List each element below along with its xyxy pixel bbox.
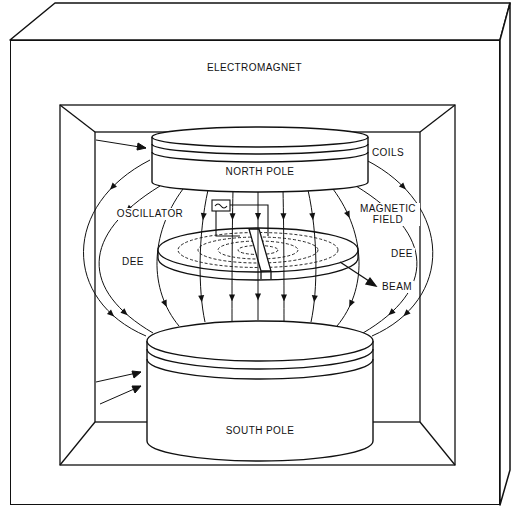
field-arrowhead [347,299,355,308]
field-line [308,190,316,322]
field-arrowhead [255,294,261,301]
oscillator-wave [215,204,227,208]
beam-line [340,262,372,283]
dee-gap-edge [260,271,261,279]
field-arrowhead [344,210,352,219]
node-label: ELECTROMAGNET [207,62,302,74]
coil-lead [96,372,141,382]
electromagnet-frame: NORTH POLE SOUTH POLE ELECTROMAGNET [10,40,500,505]
field-line [83,160,150,336]
coils-label: COILS [370,147,406,159]
opening-edge [60,422,95,465]
pole-outline [147,321,373,361]
field-arrowhead [401,309,410,318]
field-line [200,190,208,322]
north-pole: NORTH POLE [149,126,371,196]
lead-arrowhead [137,143,146,150]
field-arrowhead [229,213,235,220]
oscillator-label: OSCILLATOR [115,208,185,220]
lead-arrowhead [132,386,141,393]
opening-edge [420,105,455,132]
field-arrowhead [107,310,116,319]
dee-label: DEE [120,256,146,268]
oscillator-wire [230,205,268,236]
field-arrowhead [280,213,286,220]
opening-edge [60,105,95,132]
field-arrowhead [229,294,235,301]
field-arrowhead [309,213,316,221]
magnet-side-face [500,3,510,505]
field-line [232,190,233,321]
field-arrowhead [386,308,395,317]
dee-gap-edge [270,271,271,279]
dee-label: DEE [389,248,415,260]
field-line [366,160,433,336]
node-label: SOUTH POLE [226,425,294,437]
field-label: MAGNETIC FIELD [356,203,420,226]
field-arrowhead [255,213,261,220]
beam-label: BEAM [380,281,414,293]
field-arrowhead [399,182,408,191]
pole-cylinder [149,126,371,196]
node-label: NORTH POLE [226,166,295,178]
pole-outline [152,152,368,162]
pole-outline [147,349,373,369]
field-arrowhead [108,183,117,192]
opening-edge [420,422,455,465]
oscillator-box [212,200,230,211]
coil-lead [100,386,141,404]
south-pole: SOUTH POLE [144,319,376,464]
pole-outline [152,144,368,154]
pole-outline [152,127,368,147]
field-arrowhead [198,295,205,303]
field-arrowhead [200,213,207,221]
field-arrowhead [311,295,318,303]
pole-outline [147,359,373,379]
field-arrowhead [120,308,129,317]
magnet-opening [60,105,455,465]
lead-arrowhead [132,371,141,378]
oscillator-wire [216,211,240,236]
beam-arrowhead [366,278,376,286]
magnet-top-face [10,3,510,40]
field-arrowhead [161,299,169,308]
pole-cylinder [144,319,376,464]
field-line [283,190,284,321]
field-arrowhead [281,294,287,301]
